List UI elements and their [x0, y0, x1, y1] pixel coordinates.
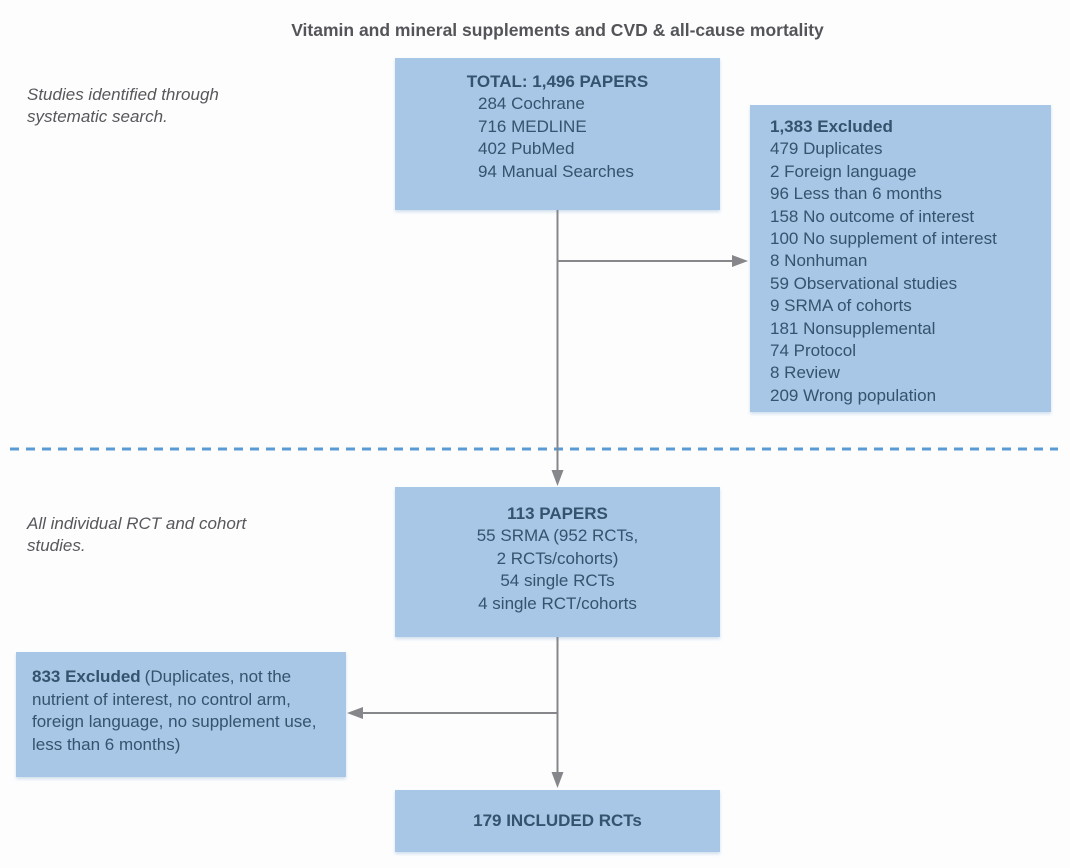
list-item: 100 No supplement of interest — [770, 229, 997, 249]
box-excluded-search-header: 1,383 Excluded — [770, 117, 893, 136]
list-item: 2 RCTs/cohorts) — [496, 548, 619, 568]
box-total-papers: TOTAL: 1,496 PAPERS 284 Cochrane 716 MED… — [395, 58, 720, 210]
list-item: 55 SRMA (952 RCTs, — [476, 526, 639, 546]
arrow-total-to-papers-head — [551, 470, 564, 486]
list-item: 96 Less than 6 months — [770, 184, 943, 204]
box-113-papers-header: 113 PAPERS — [507, 504, 608, 523]
arrow-to-excluded-search-head — [732, 255, 748, 267]
box-113-papers: 113 PAPERS 55 SRMA (952 RCTs, 2 RCTs/coh… — [395, 487, 720, 637]
list-item: 94 Manual Searches — [478, 161, 634, 181]
box-included-rcts-header: 179 INCLUDED RCTs — [473, 810, 642, 830]
diagram-title: Vitamin and mineral supplements and CVD … — [291, 20, 824, 40]
note-rct-cohort: All individual RCT and cohort studies. — [27, 514, 247, 555]
list-item: 2 Foreign language — [770, 161, 917, 181]
note-systematic-search: Studies identified through systematic se… — [27, 85, 219, 126]
list-item: 9 SRMA of cohorts — [770, 296, 912, 316]
list-item: 181 Nonsupplemental — [770, 318, 936, 338]
list-item: 8 Review — [770, 363, 840, 383]
list-item: 479 Duplicates — [770, 139, 883, 159]
box-total-items: 284 Cochrane 716 MEDLINE 402 PubMed 94 M… — [395, 93, 720, 183]
list-item: 284 Cochrane — [478, 94, 585, 114]
arrow-papers-to-included-head — [551, 772, 564, 788]
list-item: 158 No outcome of interest — [770, 206, 975, 226]
arrow-to-excluded-rct-head — [347, 707, 363, 719]
box-total-header: TOTAL: 1,496 PAPERS — [466, 72, 649, 91]
list-item: 8 Nonhuman — [770, 251, 868, 271]
list-item: 4 single RCT/cohorts — [478, 593, 637, 613]
box-excluded-rct-header: 833 Excluded — [32, 667, 141, 686]
box-excluded-rct-detail: (Duplicates, not the nutrient of interes… — [32, 667, 317, 754]
box-excluded-search-items: 479 Duplicates 2 Foreign language 96 Les… — [770, 138, 1041, 407]
list-item: 59 Observational studies — [770, 273, 958, 293]
box-113-papers-items: 55 SRMA (952 RCTs, 2 RCTs/cohorts) 54 si… — [395, 525, 720, 615]
list-item: 74 Protocol — [770, 341, 856, 361]
box-excluded-search: 1,383 Excluded 479 Duplicates 2 Foreign … — [750, 105, 1051, 412]
list-item: 402 PubMed — [478, 139, 575, 159]
box-included-rcts: 179 INCLUDED RCTs — [395, 790, 720, 852]
list-item: 209 Wrong population — [770, 385, 937, 405]
box-excluded-rct: 833 Excluded(Duplicates, not the nutrien… — [16, 652, 346, 777]
list-item: 54 single RCTs — [500, 571, 615, 591]
list-item: 716 MEDLINE — [478, 116, 587, 136]
